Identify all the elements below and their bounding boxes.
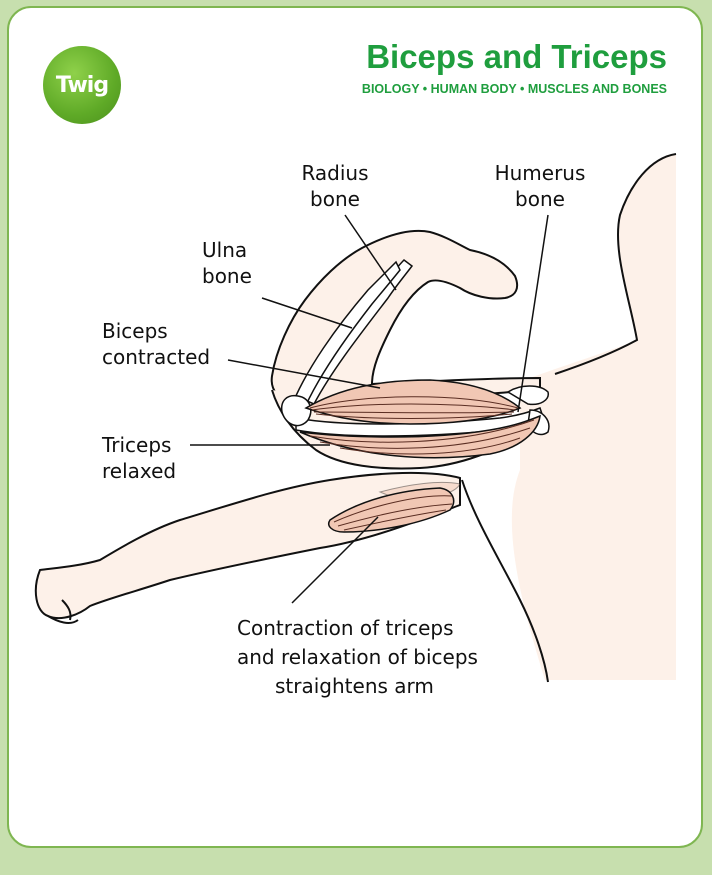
- triceps-label-line1: Triceps: [101, 433, 171, 457]
- humerus-label-line1: Humerus: [495, 161, 586, 185]
- triceps-label-line2: relaxed: [102, 459, 176, 483]
- humerus-label-line2: bone: [515, 187, 565, 211]
- ulna-label-line1: Ulna: [202, 238, 247, 262]
- caption-line2: and relaxation of biceps: [237, 645, 478, 669]
- radius-label-line1: Radius: [301, 161, 368, 185]
- biceps-label-line1: Biceps: [102, 319, 168, 343]
- biceps-label-line2: contracted: [102, 345, 210, 369]
- elbow-joint: [282, 396, 311, 426]
- ulna-label-line2: bone: [202, 264, 252, 288]
- caption-line3: straightens arm: [275, 674, 434, 698]
- radius-label-line2: bone: [310, 187, 360, 211]
- caption-line1: Contraction of triceps: [237, 616, 454, 640]
